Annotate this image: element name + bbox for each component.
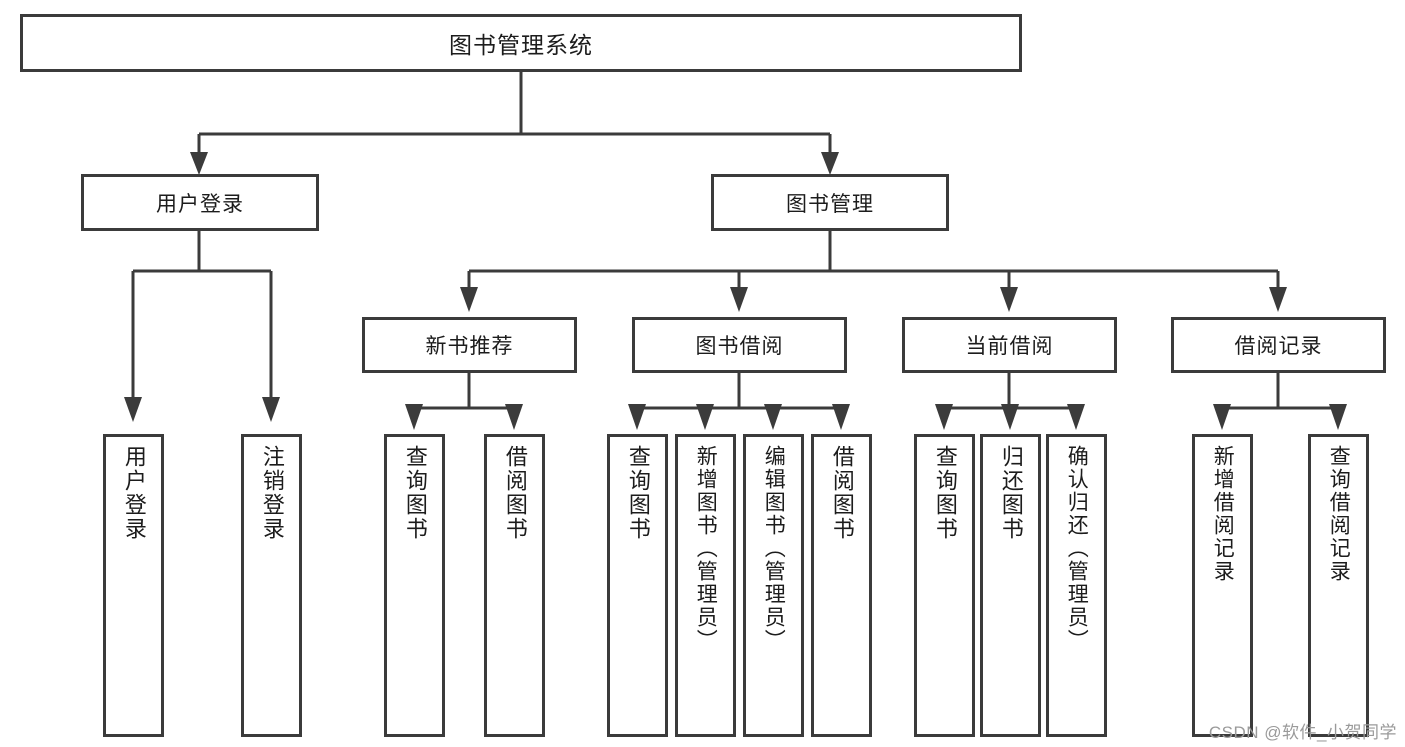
node-label: 图书借阅 xyxy=(695,335,784,358)
node-label: 编辑图书（管理员） xyxy=(762,445,786,652)
node-label: 注销登录 xyxy=(259,445,285,541)
node-label: 借阅图书 xyxy=(829,445,855,541)
node-label: 当前借阅 xyxy=(965,335,1054,358)
node-label: 查询图书 xyxy=(625,445,651,541)
node-leaf-return-book[interactable]: 归还图书 xyxy=(980,434,1041,737)
node-user-login[interactable]: 用户登录 xyxy=(81,174,319,231)
node-new-book-recommend[interactable]: 新书推荐 xyxy=(362,317,577,373)
arrowhead-leaf-return-book xyxy=(1001,404,1019,430)
arrowhead-leaf-edit-book xyxy=(764,404,782,430)
arrowhead-leaf-query-record xyxy=(1329,404,1347,430)
node-label: 新书推荐 xyxy=(425,335,514,358)
arrowhead-leaf-add-record xyxy=(1213,404,1231,430)
arrowhead-book-borrow xyxy=(730,287,748,312)
arrowhead-book-manage xyxy=(821,152,839,175)
arrowhead-leaf-logout-login xyxy=(262,397,280,422)
node-label: 查询图书 xyxy=(932,445,958,541)
node-leaf-edit-book-admin[interactable]: 编辑图书（管理员） xyxy=(743,434,804,737)
arrowhead-leaf-user-login xyxy=(124,397,142,422)
arrowhead-leaf-query-book-3 xyxy=(935,404,953,430)
arrowhead-leaf-add-book xyxy=(696,404,714,430)
arrowhead-user-login xyxy=(190,152,208,175)
arrowhead-leaf-query-book-2 xyxy=(628,404,646,430)
node-label: 确认归还（管理员） xyxy=(1065,445,1089,652)
node-label: 用户登录 xyxy=(156,192,244,216)
arrowhead-new-book-recommend xyxy=(460,287,478,312)
node-leaf-query-borrow-record[interactable]: 查询借阅记录 xyxy=(1308,434,1369,737)
node-leaf-confirm-return-admin[interactable]: 确认归还（管理员） xyxy=(1046,434,1107,737)
arrowhead-current-borrow xyxy=(1000,287,1018,312)
watermark-text: CSDN @软件_小贺同学 xyxy=(1208,723,1397,742)
arrowhead-leaf-borrow-book-1 xyxy=(505,404,523,430)
node-label: 图书管理 xyxy=(786,192,874,216)
node-leaf-add-book-admin[interactable]: 新增图书（管理员） xyxy=(675,434,736,737)
node-book-borrow[interactable]: 图书借阅 xyxy=(632,317,847,373)
node-label: 查询借阅记录 xyxy=(1327,445,1351,583)
arrowhead-leaf-query-book-1 xyxy=(405,404,423,430)
node-label: 借阅图书 xyxy=(502,445,528,541)
node-label: 新增图书（管理员） xyxy=(694,445,718,652)
node-leaf-user-login[interactable]: 用户登录 xyxy=(103,434,164,737)
node-label: 用户登录 xyxy=(121,445,147,541)
arrowhead-borrow-record xyxy=(1269,287,1287,312)
node-label: 新增借阅记录 xyxy=(1211,445,1235,583)
node-label: 查询图书 xyxy=(402,445,428,541)
node-borrow-record[interactable]: 借阅记录 xyxy=(1171,317,1386,373)
node-leaf-query-book-current[interactable]: 查询图书 xyxy=(914,434,975,737)
arrowhead-leaf-confirm-return xyxy=(1067,404,1085,430)
node-leaf-borrow-book-recommend[interactable]: 借阅图书 xyxy=(484,434,545,737)
node-book-manage[interactable]: 图书管理 xyxy=(711,174,949,231)
node-label: 图书管理系统 xyxy=(449,32,593,58)
node-label: 归还图书 xyxy=(998,445,1024,541)
node-leaf-borrow-book[interactable]: 借阅图书 xyxy=(811,434,872,737)
node-leaf-query-book-borrow[interactable]: 查询图书 xyxy=(607,434,668,737)
node-root-book-management-system[interactable]: 图书管理系统 xyxy=(20,14,1022,72)
node-leaf-query-book-recommend[interactable]: 查询图书 xyxy=(384,434,445,737)
node-leaf-logout-login[interactable]: 注销登录 xyxy=(241,434,302,737)
node-label: 借阅记录 xyxy=(1234,335,1323,358)
node-leaf-add-borrow-record[interactable]: 新增借阅记录 xyxy=(1192,434,1253,737)
arrowhead-leaf-borrow-book-2 xyxy=(832,404,850,430)
node-current-borrow[interactable]: 当前借阅 xyxy=(902,317,1117,373)
